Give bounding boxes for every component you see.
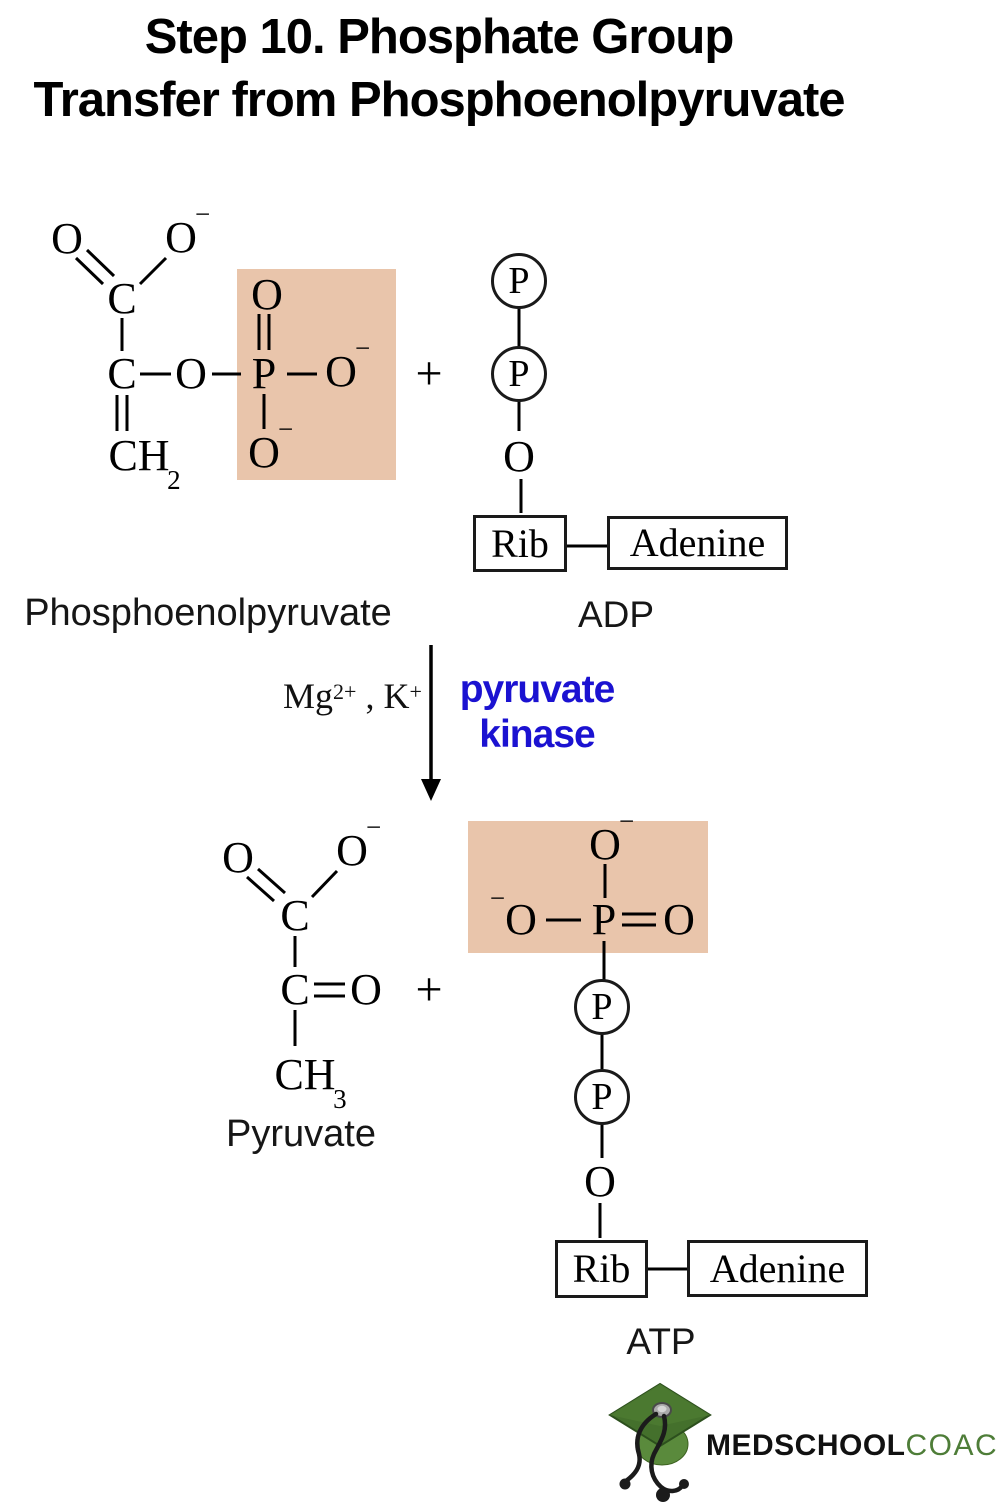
pep-phosphorus: P: [251, 349, 277, 398]
pep-top-o: O: [251, 270, 283, 319]
adp-adenine-box: Adenine: [607, 516, 788, 570]
title-line-1: Step 10. Phosphate Group: [144, 10, 735, 64]
minus-charge: −: [365, 812, 382, 842]
pep-c2: C: [107, 349, 137, 398]
brand-coach: COACH: [905, 1429, 1000, 1462]
atp-left-o: −O: [489, 883, 537, 944]
reaction-arrow: [421, 645, 441, 801]
adp-label: ADP: [577, 594, 655, 635]
atp-label: ATP: [626, 1321, 696, 1362]
enzyme-label: pyruvate kinase: [447, 667, 627, 757]
pyruvate-keto-o: O: [350, 965, 382, 1014]
brand-wordmark: MEDSCHOOLCOACH: [706, 1429, 1000, 1463]
adp-phosphate-circle-inner: P: [491, 346, 547, 402]
enzyme-line-1: pyruvate: [459, 668, 616, 711]
atp-phosphate-circle-alpha: P: [574, 1069, 630, 1125]
medschoolcoach-logo: [606, 1378, 714, 1504]
plus-sign-bottom: +: [415, 963, 443, 1016]
minus-charge: −: [277, 414, 294, 444]
pyruvate-c1: C: [280, 891, 310, 940]
page-title: Step 10. Phosphate Group Transfer from P…: [0, 6, 878, 132]
pyruvate-label: Pyruvate: [226, 1113, 376, 1155]
atp-top-o: O−: [589, 806, 635, 869]
atp-phosphate-highlight: [468, 821, 708, 953]
minus-charge: −: [489, 883, 506, 913]
atp-bonds: [546, 864, 687, 1271]
adp-ribose-box: Rib: [473, 515, 567, 572]
cofactors-label: Mg2+ , K+: [283, 676, 422, 716]
pep-right-o: O−: [325, 333, 371, 396]
pyruvate-carboxylate-o: O−: [336, 812, 382, 875]
enzyme-line-2: kinase: [479, 713, 595, 756]
minus-charge: −: [354, 333, 371, 363]
pep-bonds: [74, 248, 317, 431]
atp-bridge-o: O: [584, 1157, 616, 1206]
pep-bridge-o: O: [175, 349, 207, 398]
k-charge: +: [409, 679, 422, 704]
atp-gamma-phosphorus: P: [591, 895, 617, 944]
pyruvate-carbonyl-o: O: [222, 833, 254, 882]
pep-bottom-o: O−: [248, 414, 294, 477]
minus-charge: −: [618, 806, 635, 836]
brand-medschool: MEDSCHOOL: [706, 1429, 906, 1462]
atp-right-o: O: [663, 895, 695, 944]
graduation-cap-icon: [608, 1382, 712, 1502]
plus-sign-top: +: [415, 347, 443, 400]
adp-phosphate-circle-outer: P: [491, 253, 547, 309]
minus-charge: −: [194, 199, 211, 229]
pep-carbonyl-o: O: [51, 214, 83, 263]
atp-ribose-box: Rib: [555, 1240, 648, 1298]
pep-label: Phosphoenolpyruvate: [24, 592, 392, 634]
pep-carboxylate-o: O−: [165, 199, 211, 262]
subscript-2: 2: [167, 465, 181, 495]
title-line-2: Transfer from Phosphoenolpyruvate: [33, 73, 845, 127]
mg-charge: 2+: [333, 679, 357, 704]
pyruvate-bonds: [246, 867, 345, 1046]
atp-adenine-box: Adenine: [687, 1240, 868, 1297]
subscript-3: 3: [333, 1084, 347, 1114]
pep-c1: C: [107, 274, 137, 323]
atp-phosphate-circle-beta: P: [574, 979, 630, 1035]
pyruvate-c2: C: [280, 965, 310, 1014]
adp-bonds: [517, 308, 607, 548]
adp-bridge-o: O: [503, 432, 535, 481]
